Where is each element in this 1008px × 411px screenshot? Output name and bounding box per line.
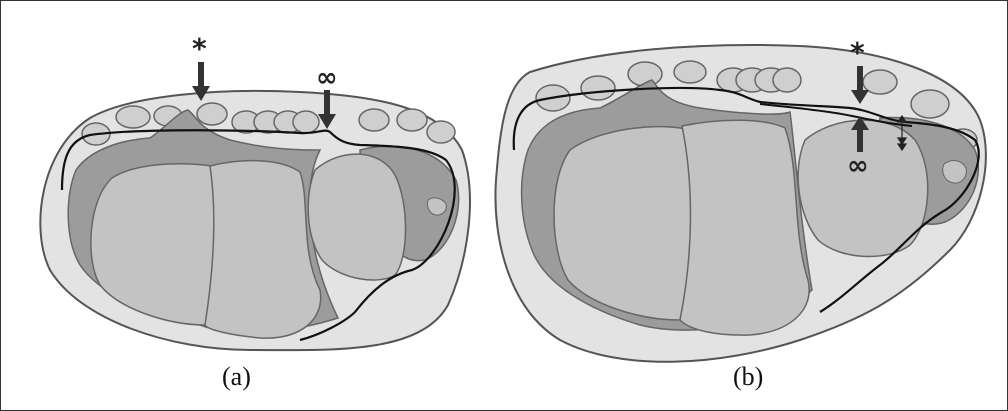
- panel-b-label: (b): [733, 362, 763, 392]
- panel-a-bone-pisiform: [308, 154, 405, 280]
- panel-b-ulnar-nerve: [943, 161, 967, 184]
- panel-b-infinity-marker: ∞: [847, 151, 869, 181]
- panel-b-bone-hamate: [680, 120, 809, 335]
- panel-a-label: (a): [222, 362, 251, 392]
- panel-b-asterisk-marker: *: [850, 36, 865, 69]
- panel-a-infinity-marker: ∞: [316, 63, 338, 93]
- panel-a-asterisk-marker: *: [192, 32, 207, 65]
- panel-a-bone-hamate: [205, 161, 321, 339]
